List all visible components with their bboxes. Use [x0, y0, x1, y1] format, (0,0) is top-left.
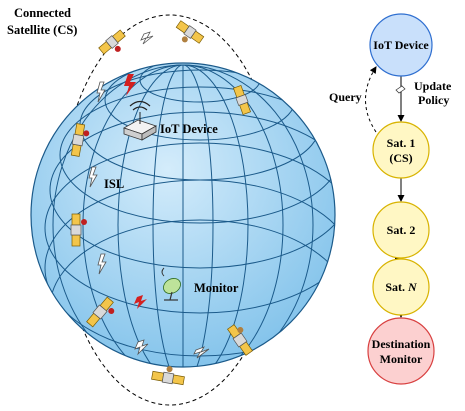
monitor-label: Monitor	[194, 281, 239, 295]
flow-node-label: Sat. 2	[387, 223, 416, 237]
flow-node-3	[372, 201, 430, 259]
flow-node-5	[367, 317, 435, 385]
iot-device-label: IoT Device	[160, 122, 218, 136]
connected-satellite-label-line2: Satellite (CS)	[7, 23, 77, 37]
globe	[30, 62, 336, 368]
query-label: Query	[329, 90, 362, 104]
flow-node-label: Sat. N	[385, 280, 418, 294]
lightning-icon	[124, 74, 147, 309]
query-arrow	[365, 66, 377, 133]
iot-device-icon	[123, 100, 157, 141]
update-policy-label-line2: Policy	[418, 93, 449, 107]
flow-node-2	[372, 121, 430, 179]
flow-node-label-line2: Monitor	[380, 352, 423, 366]
policy-packet-icon	[395, 85, 406, 94]
flow-node-label: Sat. 1	[387, 136, 416, 150]
monitor-dish-icon	[161, 267, 181, 301]
isl-label: ISL	[104, 177, 124, 191]
satellite-icon	[70, 20, 253, 386]
update-policy-label: Update	[414, 79, 452, 93]
connected-satellite-label: Connected	[14, 6, 71, 20]
flow-node-4	[372, 258, 430, 316]
flow-node-label: Destination	[372, 337, 431, 351]
flow-node-label: IoT Device	[373, 38, 429, 52]
isl-link-icon	[88, 31, 210, 359]
flow-node-label-line2: (CS)	[389, 151, 412, 165]
flow-node-1	[369, 13, 433, 77]
